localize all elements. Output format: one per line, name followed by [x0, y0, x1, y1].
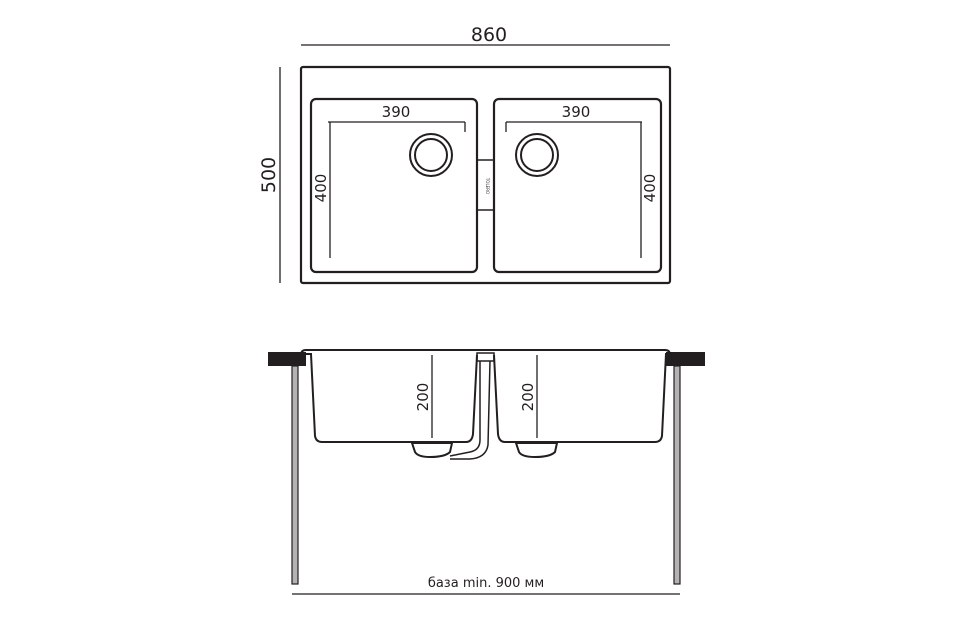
side-view: 200 200 база min. 900 мм: [268, 349, 705, 595]
sink-rim: [300, 349, 671, 356]
base-dimension-label: база min. 900 мм: [428, 576, 544, 591]
right-cabinet-wall: [673, 365, 681, 585]
width-dimension-label: 860: [471, 24, 507, 46]
left-bowl-height-label: 200: [414, 383, 432, 412]
depth-dimension-label: 500: [258, 157, 280, 193]
right-bowl-profile: [493, 353, 670, 443]
left-countertop: [268, 352, 306, 366]
left-bowl-profile: [305, 353, 478, 443]
right-bowl: [492, 97, 663, 274]
right-drain-body: [514, 442, 559, 459]
right-countertop: [666, 352, 705, 366]
left-drain-body: [410, 442, 454, 459]
right-drain-icon: [515, 133, 559, 177]
left-bowl: [309, 97, 479, 274]
right-bowl-height-label: 200: [519, 383, 537, 412]
sink-outline: [299, 65, 672, 285]
left-drain-icon: [409, 133, 453, 177]
left-bowl-depth-label: 400: [312, 174, 330, 203]
right-bowl-width-label: 390: [562, 103, 591, 121]
left-cabinet-wall: [291, 365, 299, 585]
left-bowl-width-label: 390: [382, 103, 411, 121]
top-view: 860 500 TOLERO 390 400 390 400: [258, 24, 672, 285]
brand-logo: TOLERO: [485, 177, 490, 194]
right-bowl-depth-label: 400: [641, 174, 659, 203]
